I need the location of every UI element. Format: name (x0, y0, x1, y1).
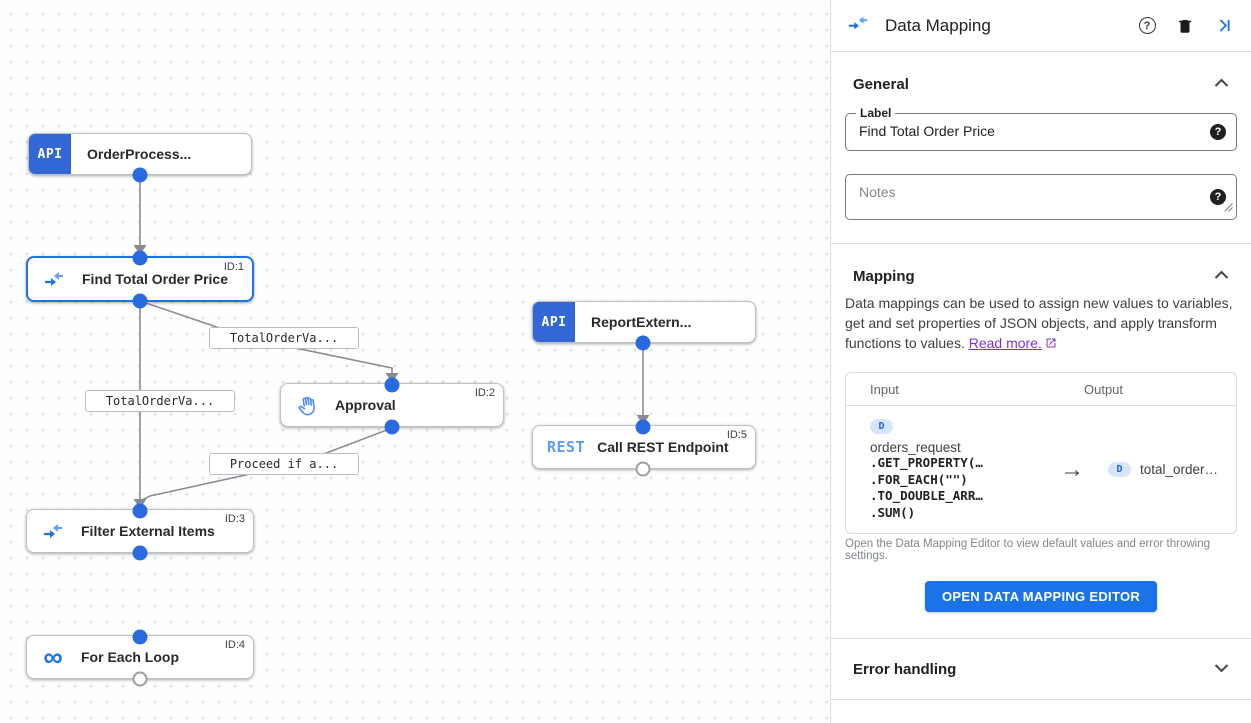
chevron-down-icon[interactable] (1214, 660, 1229, 678)
input-variable-name: orders_request (870, 440, 961, 455)
mapping-description: Data mappings can be used to assign new … (845, 293, 1237, 354)
section-title: General (853, 75, 909, 93)
connector-dot[interactable] (132, 545, 148, 561)
mapping-table-header: Input Output (846, 373, 1236, 406)
section-title: Mapping (853, 267, 915, 285)
chevron-up-icon[interactable] (1214, 75, 1229, 93)
connector-dot[interactable] (132, 167, 148, 183)
mapping-editor-note: Open the Data Mapping Editor to view def… (845, 538, 1211, 562)
node-label: ReportExtern... (591, 314, 692, 330)
data-mapping-icon (847, 12, 869, 39)
input-column-header: Input (870, 381, 899, 397)
node-label: Find Total Order Price (82, 271, 228, 287)
transform-function: .TO_DOUBLE_ARR… (870, 488, 983, 503)
data-mapping-icon (41, 519, 65, 543)
node-id-tag: ID:4 (224, 639, 245, 651)
edge-label-total-order-2[interactable]: TotalOrderVa... (85, 390, 235, 412)
connector-dot[interactable] (635, 335, 651, 351)
panel-title: Data Mapping (885, 15, 991, 35)
transform-function: .GET_PROPERTY(… (870, 455, 983, 470)
collapse-panel-icon[interactable] (1213, 16, 1233, 36)
divider (831, 699, 1251, 700)
output-variable-name: total_order… (1140, 462, 1219, 477)
external-link-icon (1045, 334, 1057, 354)
section-header-error-handling[interactable]: Error handling (831, 639, 1251, 699)
help-icon[interactable]: ? (1137, 16, 1157, 36)
double-type-badge: D (870, 419, 893, 434)
double-type-badge: D (1108, 462, 1131, 477)
open-data-mapping-editor-button[interactable]: OPEN DATA MAPPING EDITOR (924, 581, 1158, 612)
node-id-tag: ID:3 (224, 513, 245, 525)
read-more-link[interactable]: Read more. (968, 335, 1042, 351)
api-badge-icon: API (29, 134, 71, 174)
mapping-input-cell: D orders_request .GET_PROPERTY(… .FOR_EA… (846, 406, 1036, 533)
section-title: Error handling (853, 660, 957, 678)
label-field-label: Label (856, 106, 896, 120)
connector-dot[interactable] (132, 293, 148, 309)
edge-label-total-order-1[interactable]: TotalOrderVa... (209, 327, 359, 349)
notes-textarea[interactable] (846, 175, 1236, 209)
api-badge-icon: API (533, 302, 575, 342)
connector-dot[interactable] (635, 419, 651, 435)
loop-icon: ∞ (43, 642, 63, 672)
connector-dot-open[interactable] (635, 461, 651, 477)
node-label: Call REST Endpoint (597, 439, 729, 455)
node-id-tag: ID:2 (474, 387, 495, 399)
mapping-output-cell: D total_order… (1108, 406, 1236, 533)
label-input[interactable] (846, 114, 1236, 148)
node-label: Approval (335, 397, 396, 413)
transform-function: .FOR_EACH("") (870, 471, 968, 487)
mapping-row[interactable]: D orders_request .GET_PROPERTY(… .FOR_EA… (846, 406, 1236, 533)
connector-dot[interactable] (132, 629, 148, 645)
output-column-header: Output (1084, 381, 1124, 397)
section-header-general[interactable]: General (831, 75, 1251, 93)
node-label: OrderProcess... (87, 146, 192, 162)
label-field: Label ? (845, 106, 1237, 151)
section-header-mapping[interactable]: Mapping (831, 267, 1251, 285)
rest-icon: REST (547, 438, 586, 456)
panel-header: Data Mapping ? (831, 0, 1251, 52)
divider (831, 638, 1251, 639)
flow-edges (133, 175, 650, 509)
resize-handle-icon[interactable] (1224, 199, 1233, 217)
node-filter-external-items[interactable]: Filter External Items ID:3 (26, 509, 254, 553)
field-help-icon[interactable]: ? (1210, 189, 1226, 205)
connector-dot[interactable] (384, 419, 400, 435)
delete-icon[interactable] (1175, 16, 1195, 36)
connector-dot-open[interactable] (132, 671, 148, 687)
connector-dot[interactable] (384, 377, 400, 393)
field-help-icon[interactable]: ? (1210, 124, 1226, 140)
data-mapping-icon (42, 267, 66, 291)
edge-label-proceed-if[interactable]: Proceed if a... (209, 453, 359, 475)
connector-dot[interactable] (132, 503, 148, 519)
mapping-arrow-icon: → (1060, 455, 1084, 483)
workflow-canvas[interactable]: API OrderProcess... Find Total Order Pri… (0, 0, 830, 723)
notes-field: ? (845, 174, 1237, 220)
node-id-tag: ID:1 (223, 261, 244, 273)
hand-icon (295, 393, 319, 417)
connector-dot[interactable] (132, 250, 148, 266)
config-panel: Data Mapping ? General Label ? ? (830, 0, 1251, 723)
mapping-table: Input Output D orders_request .GET_PROPE… (845, 372, 1237, 534)
divider (831, 243, 1251, 244)
node-label: For Each Loop (81, 649, 179, 665)
node-label: Filter External Items (81, 523, 215, 539)
chevron-up-icon[interactable] (1214, 267, 1229, 285)
node-id-tag: ID:5 (726, 429, 747, 441)
transform-function: .SUM() (870, 504, 916, 520)
